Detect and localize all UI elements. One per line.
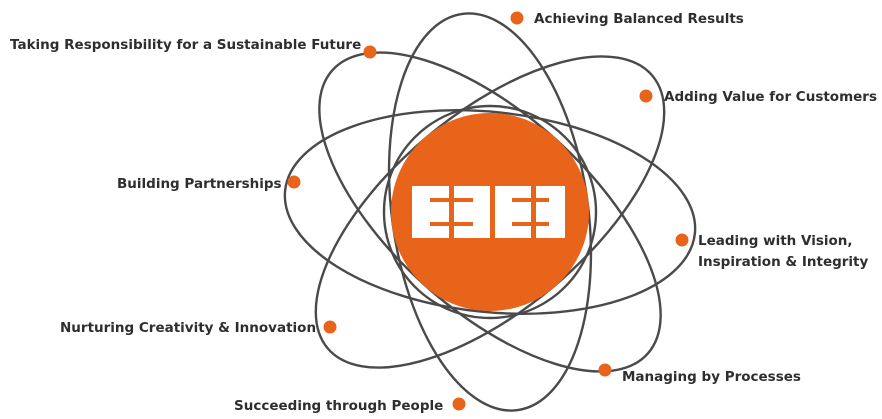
value-dot (287, 175, 301, 189)
value-item-nurturing-creativity: Nurturing Creativity & Innovation (60, 320, 337, 336)
core-ring (382, 104, 598, 320)
value-item-taking-responsibility: Taking Responsibility for a Sustainable … (10, 37, 377, 59)
value-dot (510, 11, 524, 25)
value-label: Adding Value for Customers (664, 89, 877, 105)
value-label: Leading with Vision, (698, 233, 853, 249)
orbit-horizontal (283, 109, 697, 315)
value-label-line2: Inspiration & Integrity (698, 254, 869, 270)
value-item-managing-by-processes: Managing by Processes (598, 363, 801, 385)
value-dot (452, 397, 466, 411)
value-item-building-partnerships: Building Partnerships (117, 175, 301, 192)
value-dot (675, 233, 689, 247)
value-item-leading-with-vision: Leading with Vision, Inspiration & Integ… (675, 233, 869, 270)
value-label: Succeeding through People (234, 398, 443, 414)
value-dot (598, 363, 612, 377)
value-label: Achieving Balanced Results (534, 11, 744, 27)
value-item-achieving-balanced-results: Achieving Balanced Results (510, 11, 744, 27)
value-dot (639, 89, 653, 103)
core (382, 104, 598, 320)
logo-block-icon (412, 186, 565, 238)
value-item-succeeding-through-people: Succeeding through People (234, 397, 466, 414)
value-label: Managing by Processes (622, 369, 801, 385)
value-label: Building Partnerships (117, 176, 282, 192)
value-label: Nurturing Creativity & Innovation (60, 320, 316, 336)
value-label: Taking Responsibility for a Sustainable … (10, 37, 361, 53)
value-dot (363, 45, 377, 59)
value-dot (323, 320, 337, 334)
value-item-adding-value-for-customers: Adding Value for Customers (639, 89, 877, 105)
